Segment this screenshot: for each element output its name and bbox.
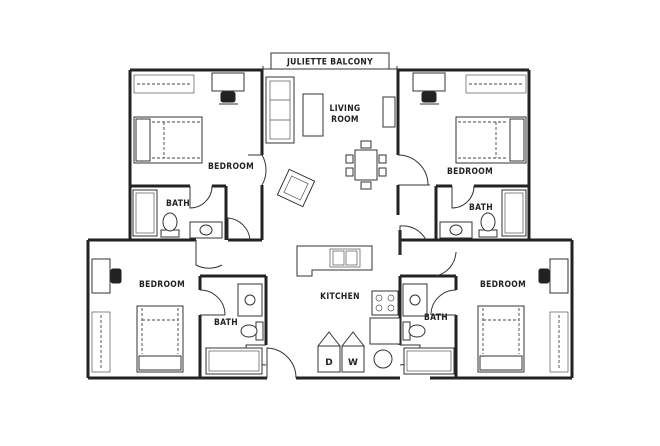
bedroom-upper-right: BEDROOM bbox=[412, 72, 527, 177]
washer-dryer: D W bbox=[317, 331, 365, 373]
bedroom-upper-left: BEDROOM bbox=[133, 72, 254, 172]
kitchen: D W KITCHEN bbox=[296, 245, 401, 373]
juliette-balcony: JULIETTE BALCONY bbox=[263, 52, 397, 70]
bath-lower-left: BATH bbox=[205, 283, 264, 375]
bedroom-label: BEDROOM bbox=[139, 280, 185, 290]
washer-label: W bbox=[348, 358, 358, 368]
bath-label: BATH bbox=[166, 199, 190, 209]
sink-icon bbox=[439, 221, 473, 239]
balcony-label: JULIETTE BALCONY bbox=[286, 58, 373, 68]
sink-icon bbox=[402, 283, 428, 317]
bath-upper-left: BATH bbox=[132, 189, 223, 239]
bedroom-label: BEDROOM bbox=[447, 167, 493, 177]
living-label-line1: LIVING bbox=[330, 104, 361, 114]
toilet-icon bbox=[240, 321, 264, 341]
chair-icon bbox=[538, 268, 550, 284]
dryer-label: D bbox=[325, 358, 332, 368]
bedroom-lower-right: BEDROOM bbox=[477, 258, 569, 373]
sink-icon bbox=[189, 221, 223, 239]
bedroom-lower-left: BEDROOM bbox=[91, 258, 185, 373]
bath-lower-right: BATH bbox=[402, 283, 455, 375]
sofa-icon bbox=[265, 76, 295, 144]
bath-label: BATH bbox=[469, 203, 493, 213]
chair-icon bbox=[110, 268, 122, 284]
chair-icon bbox=[420, 91, 439, 105]
bedroom-label: BEDROOM bbox=[208, 162, 254, 172]
interior-walls bbox=[130, 70, 529, 378]
toilet-icon bbox=[478, 212, 498, 238]
chair-icon bbox=[219, 91, 238, 105]
kitchen-label: KITCHEN bbox=[320, 292, 360, 302]
bedroom-label: BEDROOM bbox=[480, 280, 526, 290]
dining-table-icon bbox=[345, 140, 387, 190]
bath-upper-right: BATH bbox=[439, 189, 527, 239]
doors bbox=[189, 154, 475, 379]
living-label-line2: ROOM bbox=[331, 115, 359, 125]
living-room: LIVING ROOM bbox=[265, 76, 396, 208]
toilet-icon bbox=[402, 321, 426, 341]
armchair-icon bbox=[276, 168, 316, 208]
bath-label: BATH bbox=[424, 313, 448, 323]
bath-label: BATH bbox=[214, 318, 238, 328]
sink-icon bbox=[237, 283, 263, 317]
toilet-icon bbox=[160, 212, 180, 238]
